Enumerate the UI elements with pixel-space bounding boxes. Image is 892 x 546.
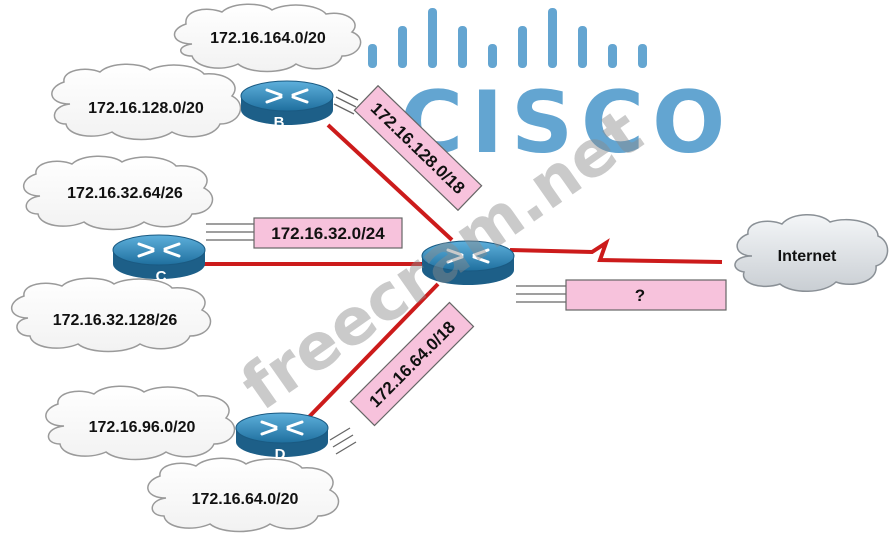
cloud-d-bottom: 172.16.64.0/20 (147, 457, 340, 533)
cloud-c-top: 172.16.32.64/26 (23, 155, 214, 231)
link-d-core (304, 282, 440, 422)
summary-box-label: ? (635, 286, 645, 305)
links (204, 123, 723, 422)
cloud-label: 172.16.96.0/20 (89, 419, 196, 436)
cloud-internet: Internet (734, 214, 889, 292)
summary-box-label: 172.16.32.0/24 (271, 224, 385, 243)
cisco-logo-bars (368, 8, 647, 68)
cisco-wordmark: CISCO (400, 73, 733, 173)
router-label: D (275, 446, 286, 463)
cloud-b-top: 172.16.164.0/20 (173, 3, 362, 73)
link-b-core (326, 123, 454, 242)
cloud-label: 172.16.164.0/20 (210, 30, 326, 47)
router-label: B (274, 114, 285, 131)
router-label: C (156, 268, 167, 285)
cloud-d-left: 172.16.96.0/20 (45, 385, 236, 461)
router-d-icon: D (234, 411, 330, 463)
cloud-label: 172.16.32.64/26 (67, 185, 183, 202)
cloud-c-bottom: 172.16.32.128/26 (11, 277, 212, 353)
cloud-label: 172.16.128.0/20 (88, 100, 204, 117)
cloud-b-left: 172.16.128.0/20 (51, 63, 242, 141)
cloud-label: Internet (778, 248, 837, 265)
summary-box-c: 172.16.32.0/24 (253, 217, 403, 249)
summary-box-core: ? (565, 279, 727, 311)
router-b-icon: B (239, 79, 335, 131)
cloud-label: 172.16.32.128/26 (53, 312, 178, 329)
cloud-label: 172.16.64.0/20 (192, 491, 299, 508)
link-core-internet (509, 238, 723, 264)
interface-ticks (206, 89, 566, 455)
router-c-icon: C (111, 233, 207, 285)
